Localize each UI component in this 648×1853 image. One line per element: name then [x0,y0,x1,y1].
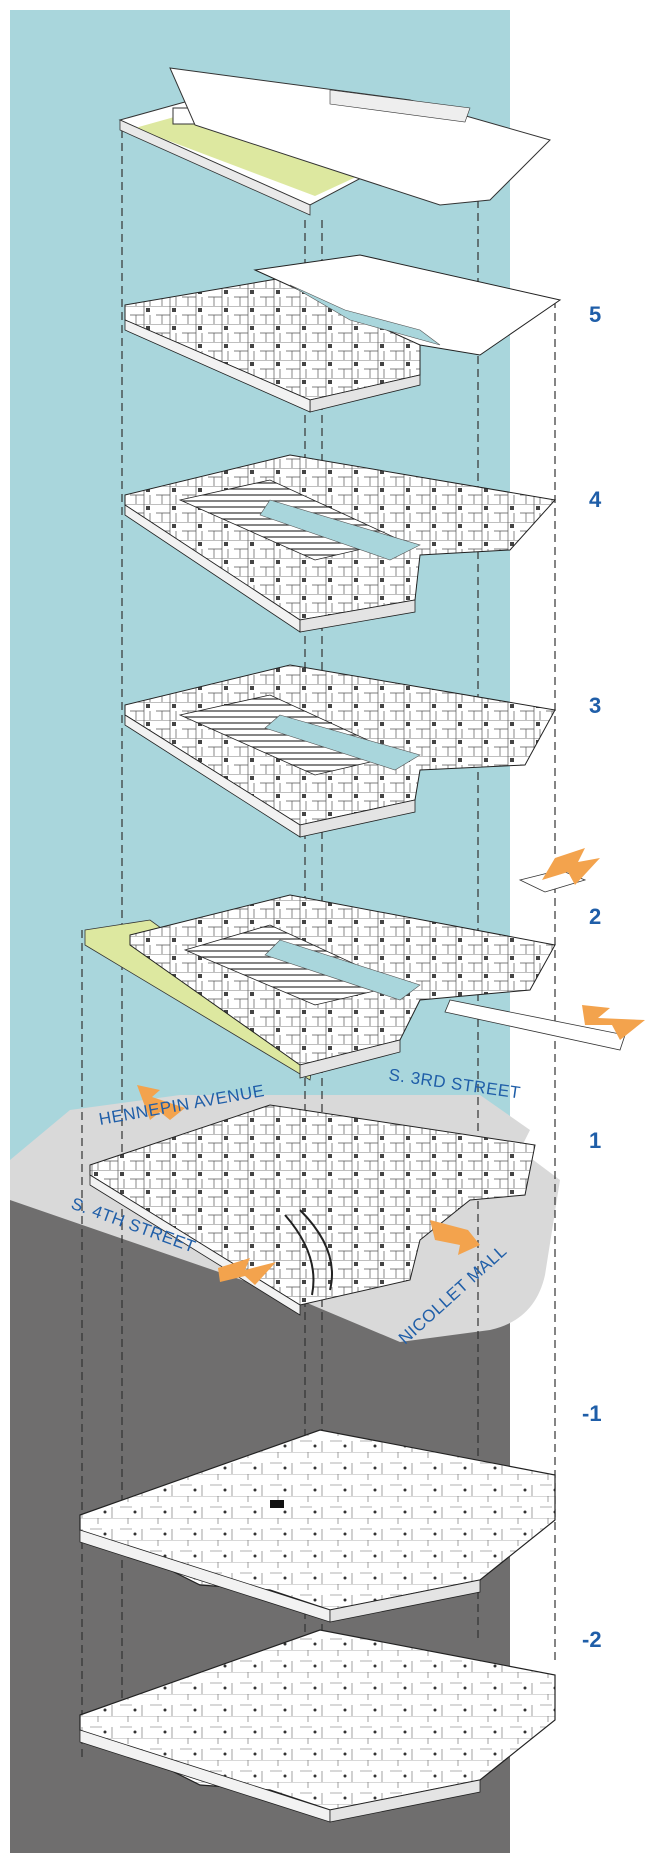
level-2-plan [84,869,626,1081]
level-label-3: 3 [589,693,601,718]
level-1-plan [89,1104,536,1316]
level-4-plan [124,454,556,633]
level-label-4: 4 [589,487,602,512]
entrance-arrow-skyway-east [582,1005,645,1040]
level-label-5: 5 [589,302,601,327]
level-label-2: 2 [589,904,601,929]
level-minus-2-plan [79,1629,556,1823]
level-3-plan [124,664,556,838]
entrance-arrow-nicollet [430,1220,480,1255]
entrance-arrows [137,848,645,1285]
entrance-arrow-hennepin [137,1085,185,1120]
level-5-plan [124,254,562,413]
level-label-minus-2: -2 [582,1627,602,1652]
level-label-1: 1 [589,1128,601,1153]
level-label-minus-1: -1 [582,1401,602,1426]
entrance-arrow-fourth [218,1258,276,1285]
level-minus-1-plan [79,1429,556,1623]
roof-level [118,67,551,216]
entrance-arrow-skyway-north [542,848,600,885]
